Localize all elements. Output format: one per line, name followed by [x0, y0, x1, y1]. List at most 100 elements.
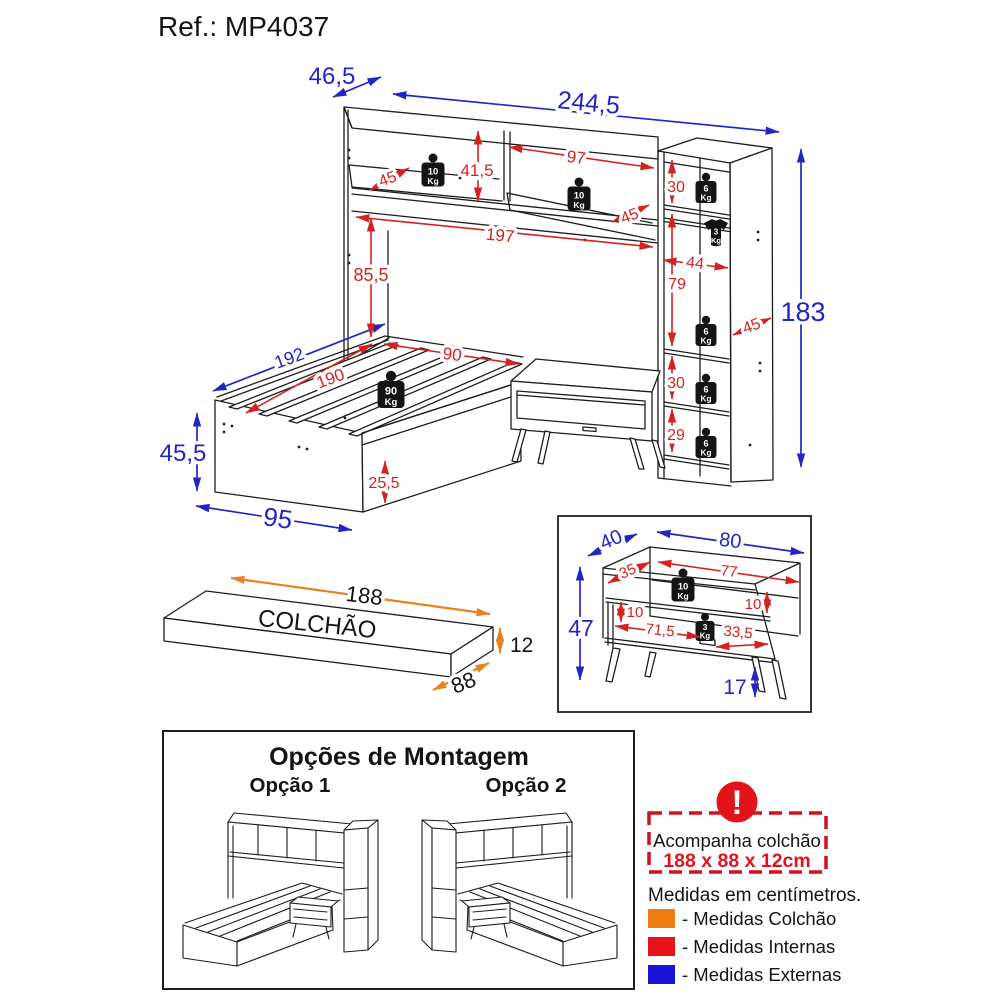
- legend-label: - Medidas Colchão: [682, 908, 836, 929]
- banner-size: 188 x 88 x 12cm: [663, 850, 810, 872]
- svg-text:47: 47: [568, 615, 594, 641]
- weight-10kg-icon: 10 Kg: [421, 153, 445, 187]
- svg-text:10: 10: [745, 596, 762, 613]
- svg-text:10: 10: [627, 604, 644, 621]
- svg-text:Kg: Kg: [711, 236, 721, 245]
- dim-top-depth: 46,5: [309, 63, 382, 98]
- assembly-option2-label: Opção 2: [486, 774, 567, 797]
- wardrobe-unit: [657, 137, 774, 487]
- svg-text:71,5: 71,5: [645, 621, 676, 641]
- dim-shelf-height: 41,5: [457, 130, 497, 202]
- dim-detail-gap-left: 10: [616, 601, 647, 625]
- screw-dots: [748, 230, 762, 447]
- svg-text:79: 79: [668, 276, 686, 293]
- dim-detail-shelf-width: 71,5: [614, 617, 701, 644]
- legend-label: - Medidas Externas: [682, 964, 841, 985]
- nightstand-detail-panel: 10 Kg 3 Kg 40 80 47: [557, 515, 812, 713]
- svg-text:190: 190: [314, 365, 347, 393]
- dim-span-width: 197: [355, 214, 654, 250]
- svg-text:17: 17: [723, 676, 746, 699]
- svg-text:85,5: 85,5: [353, 265, 388, 285]
- svg-text:10: 10: [678, 582, 689, 593]
- mattress-diagram: COLCHÃO 188 12 88: [163, 575, 533, 702]
- svg-text:25,5: 25,5: [368, 475, 399, 492]
- svg-text:10: 10: [428, 167, 439, 178]
- svg-text:197: 197: [485, 225, 515, 247]
- dim-detail-depth: 40: [587, 522, 638, 558]
- hanging-shirt-3kg-icon: 3 Kg: [704, 219, 728, 247]
- svg-text:6: 6: [703, 385, 708, 395]
- weight-6kg-icon: 6 Kg: [695, 315, 717, 346]
- legend-label: - Medidas Internas: [682, 936, 835, 957]
- svg-text:Kg: Kg: [701, 194, 712, 203]
- weight-6kg-icon: 6 Kg: [695, 373, 717, 404]
- svg-text:!: !: [731, 784, 742, 822]
- svg-text:29: 29: [667, 427, 685, 444]
- svg-text:45,5: 45,5: [160, 440, 207, 467]
- assembly-title: Opções de Montagem: [269, 743, 529, 771]
- dim-wardrobe-hang-height: 79: [665, 213, 690, 347]
- svg-text:Kg: Kg: [701, 449, 712, 458]
- main-diagram: 10 Kg 10 Kg 6 Kg 3 Kg 6 Kg: [214, 106, 774, 513]
- svg-text:6: 6: [703, 439, 708, 449]
- dim-bed-height: 45,5: [156, 412, 210, 492]
- svg-text:Kg: Kg: [701, 395, 712, 404]
- legend-swatch-orange: [648, 909, 675, 928]
- svg-text:Kg: Kg: [427, 176, 438, 186]
- dim-detail-width: 80: [656, 525, 805, 557]
- dim-bed-base-height: 25,5: [365, 460, 403, 504]
- nightstand: [510, 358, 666, 470]
- svg-text:Kg: Kg: [385, 397, 398, 408]
- svg-text:41,5: 41,5: [460, 161, 493, 180]
- legend-swatch-red: [648, 937, 675, 956]
- svg-text:Kg: Kg: [701, 337, 712, 346]
- svg-text:3: 3: [703, 622, 708, 632]
- svg-text:90: 90: [442, 344, 463, 365]
- svg-text:3: 3: [714, 228, 719, 237]
- assembly-option1-drawing: [182, 812, 379, 967]
- info-panel: ! Acompanha colchão 188 x 88 x 12cm Medi…: [647, 781, 861, 985]
- dim-detail-leg-height: 17: [723, 666, 760, 699]
- dim-shelf-depth-left: 45: [369, 165, 410, 194]
- dim-total-height: 183: [777, 148, 829, 468]
- legend-row-internal: - Medidas Internas: [648, 936, 835, 957]
- dim-detail-gap-right: 10: [741, 591, 772, 617]
- weight-6kg-icon: 6 Kg: [695, 427, 717, 458]
- banner-title: Acompanha colchão: [653, 830, 821, 851]
- main-dimensions: 46,5 244,5 183 192 45,5 95 45 41,5: [156, 63, 829, 538]
- svg-text:77: 77: [720, 562, 739, 581]
- dim-detail-niche-width: 33,5: [715, 619, 769, 651]
- svg-text:90: 90: [385, 386, 397, 398]
- dim-detail-height: 47: [565, 566, 597, 681]
- detail-dimensions: 40 80 47 17 35 77: [565, 522, 805, 699]
- svg-text:Kg: Kg: [573, 200, 584, 210]
- screw-dots: [222, 416, 347, 451]
- dim-under-bridge-height: 85,5: [350, 217, 392, 338]
- svg-text:30: 30: [667, 179, 685, 196]
- legend-row-external: - Medidas Externas: [648, 964, 841, 985]
- svg-text:192: 192: [272, 344, 307, 373]
- svg-text:244,5: 244,5: [556, 86, 621, 120]
- svg-text:10: 10: [574, 191, 585, 202]
- svg-text:45: 45: [376, 168, 399, 190]
- assembly-option2-drawing: [421, 812, 618, 967]
- dim-wardrobe-top-section: 30: [664, 159, 689, 204]
- legend-row-mattress: - Medidas Colchão: [648, 908, 836, 929]
- warning-icon: !: [716, 781, 758, 823]
- svg-text:183: 183: [780, 297, 825, 327]
- assembly-options-panel: Opções de Montagem Opção 1 Opção 2: [162, 730, 635, 990]
- dim-wardrobe-mid-section: 30: [664, 355, 689, 400]
- svg-text:Kg: Kg: [700, 632, 711, 641]
- weight-10kg-icon: 10 Kg: [567, 177, 591, 211]
- svg-text:95: 95: [261, 501, 294, 535]
- weight-6kg-icon: 6 Kg: [695, 172, 717, 203]
- legend-swatch-blue: [648, 965, 675, 984]
- svg-text:33,5: 33,5: [723, 623, 754, 643]
- dim-wardrobe-low-section: 29: [664, 408, 689, 453]
- svg-text:188: 188: [345, 581, 384, 610]
- svg-text:97: 97: [566, 147, 587, 168]
- units-note: Medidas em centímetros.: [648, 885, 861, 906]
- svg-text:30: 30: [667, 375, 685, 392]
